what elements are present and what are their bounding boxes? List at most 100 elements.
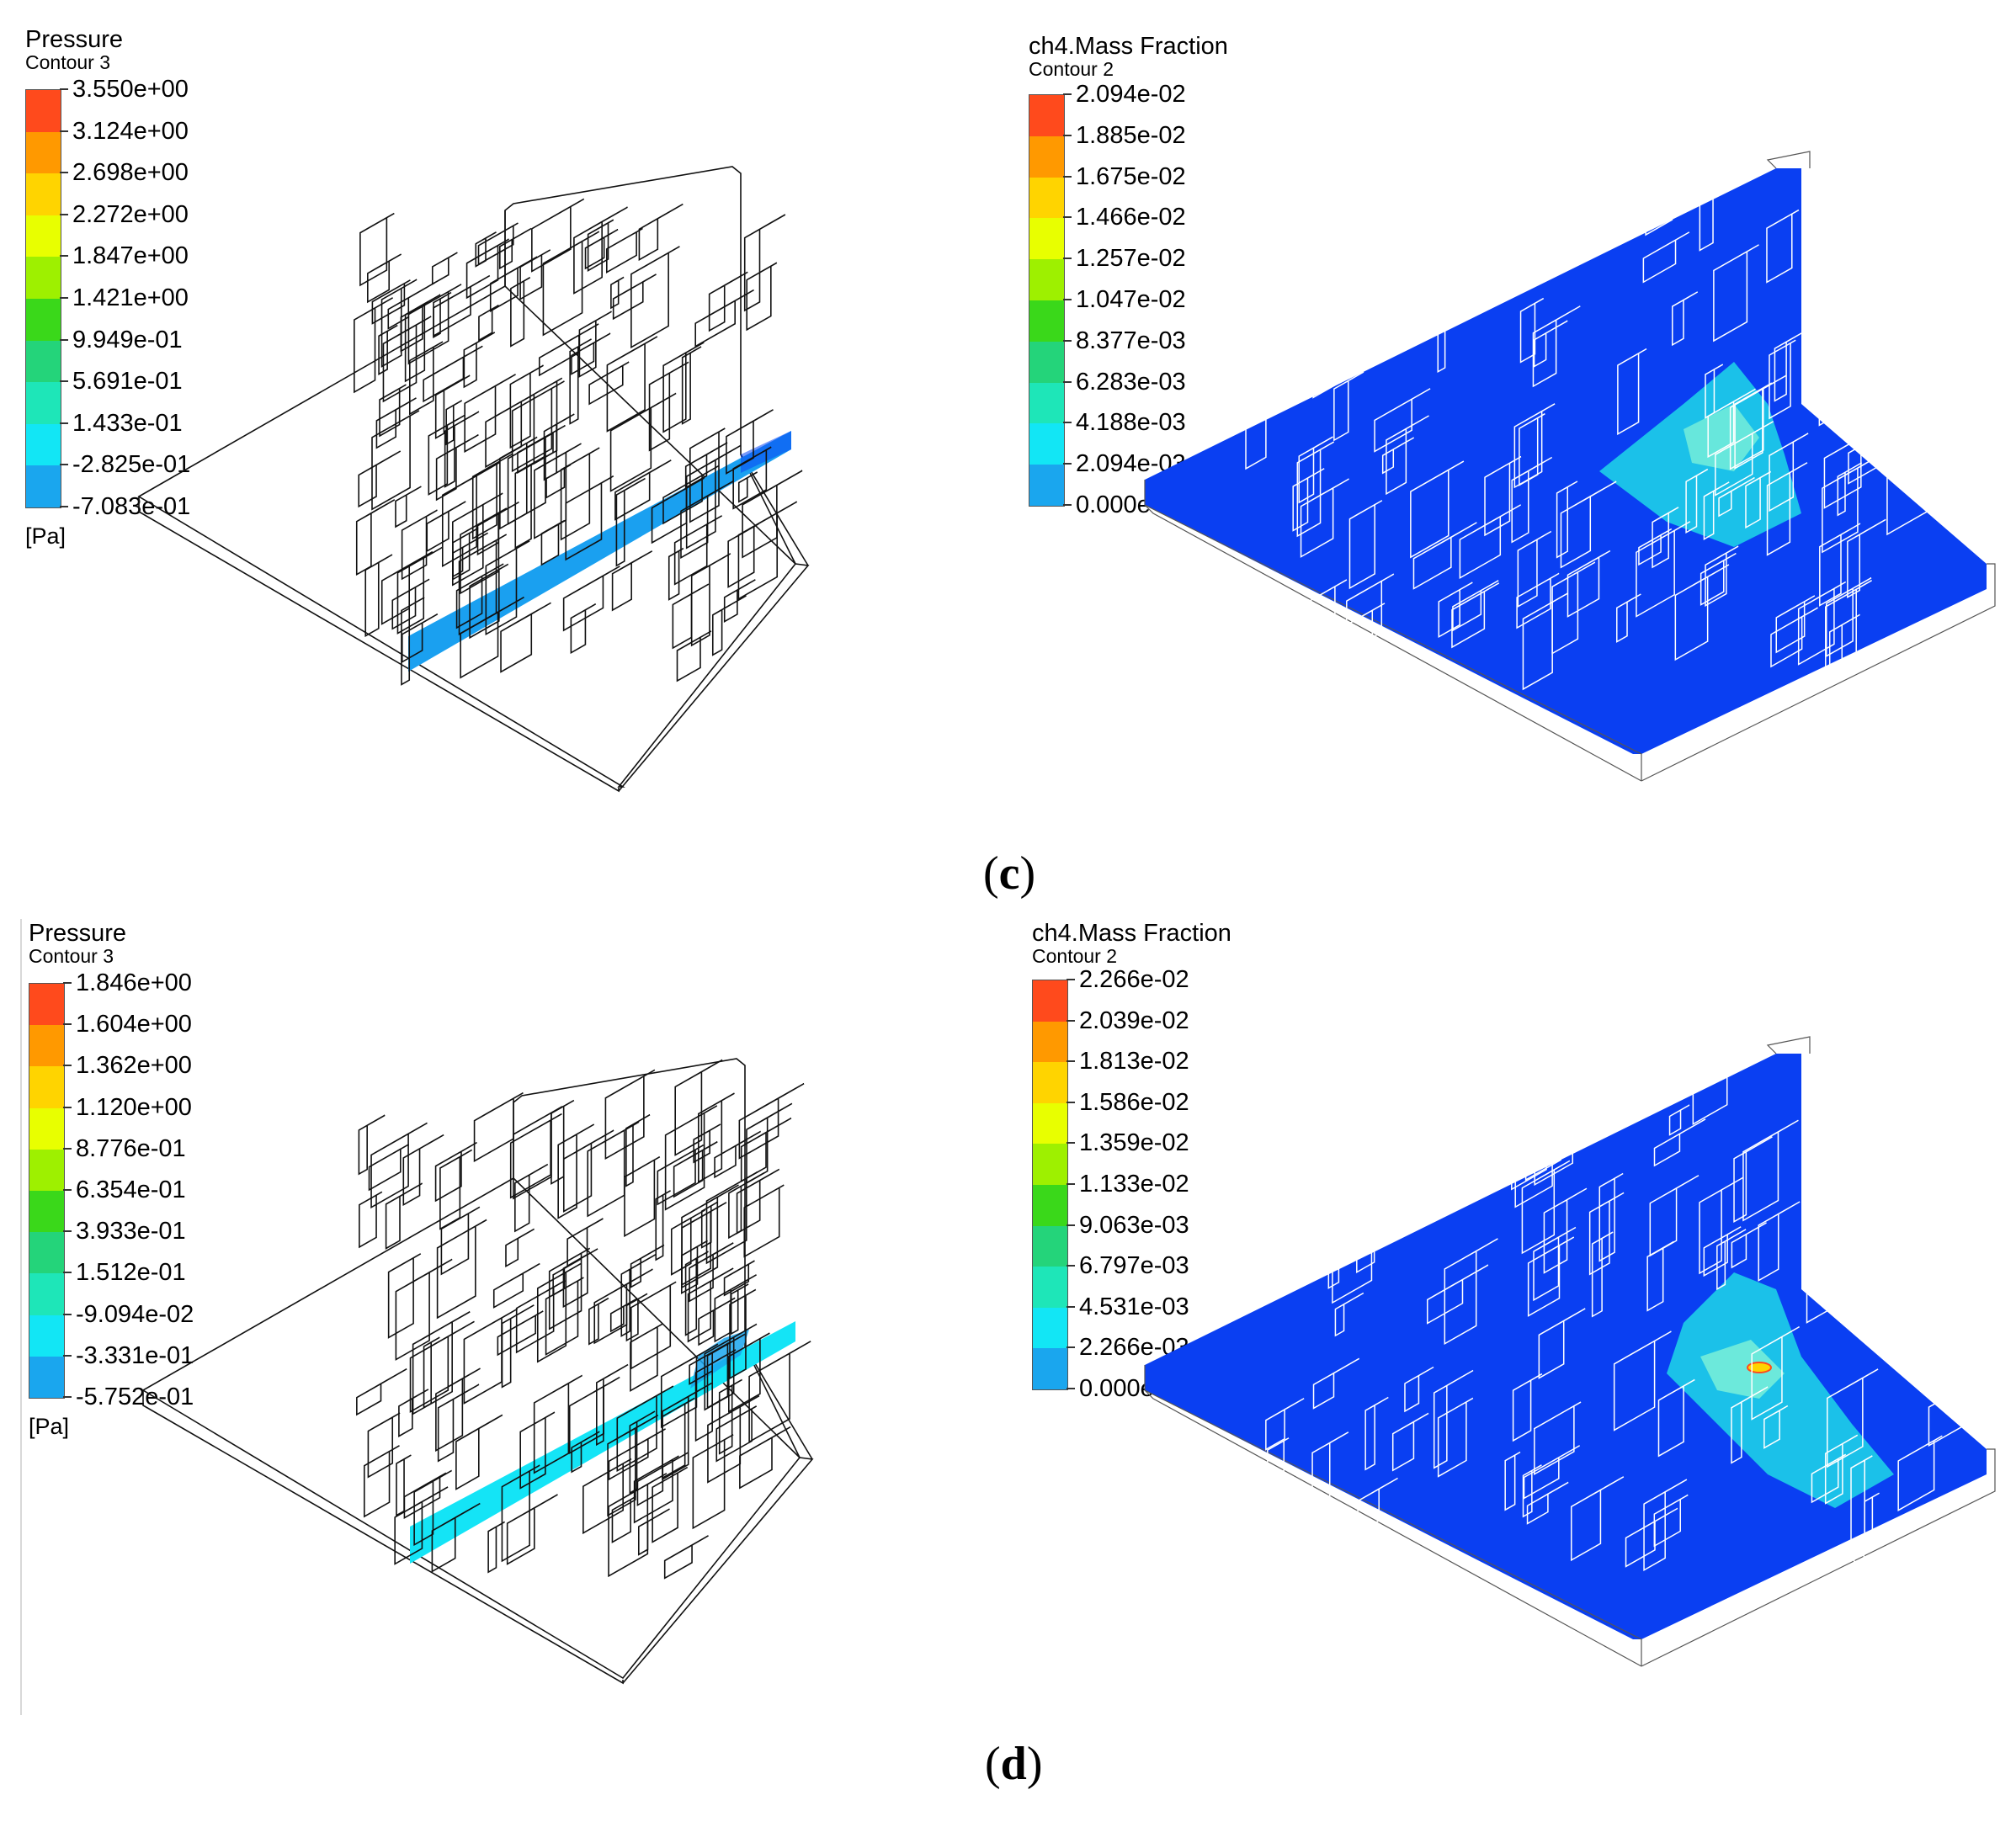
equipment-box [1333, 371, 1364, 442]
equipment-box [714, 1274, 758, 1343]
equipment-box [1822, 454, 1881, 554]
equipment-box [431, 1502, 481, 1573]
equipment-box [1534, 1075, 1594, 1187]
equipment-box [606, 336, 658, 433]
legend-level: 2.272e+00 [72, 200, 189, 228]
equipment-box [1312, 284, 1378, 399]
equipment-box [1853, 1531, 1869, 1574]
equipment-box [727, 523, 759, 588]
color-band [1033, 1267, 1067, 1309]
color-bar [25, 89, 61, 508]
equipment-box [588, 361, 630, 406]
legend-title: ch4.Mass Fraction [1029, 33, 1228, 60]
equipment-box [611, 1495, 636, 1543]
color-band [1033, 1062, 1067, 1104]
equipment-box [637, 1508, 670, 1556]
equipment-box [1718, 477, 1755, 518]
equipment-box [1731, 1386, 1769, 1464]
equipment-box [1268, 1214, 1319, 1293]
equipment-box [611, 550, 653, 612]
equipment-box [1519, 297, 1545, 364]
equipment-box [1912, 1067, 1938, 1113]
equipment-box [1412, 522, 1477, 590]
pressure-cut-plane [410, 1321, 795, 1564]
equipment-box [1530, 210, 1560, 246]
equipment-box [1364, 1396, 1389, 1471]
equipment-box [1692, 1032, 1752, 1126]
legend-level: 4.531e-03 [1079, 1293, 1189, 1320]
legend-tick [1063, 216, 1072, 219]
color-band [26, 257, 61, 300]
legend-level: 5.691e-01 [72, 368, 183, 396]
equipment-box [606, 227, 643, 274]
equipment-box [1451, 582, 1500, 649]
pressure-cut-plane [408, 431, 791, 672]
equipment-box [1823, 425, 1882, 509]
equipment-box [1758, 1201, 1801, 1282]
legend-level: 1.846e+00 [76, 969, 192, 996]
equipment-box [1897, 1435, 1943, 1511]
equipment-box [615, 477, 646, 567]
equipment-box [371, 279, 411, 325]
equipment-box [391, 578, 430, 630]
legend-tick [1063, 422, 1072, 424]
equipment-box [1526, 1481, 1569, 1525]
legend-level: 1.604e+00 [76, 1011, 192, 1038]
equipment-box [1652, 507, 1679, 569]
legend-level: 9.949e-01 [72, 326, 183, 353]
equipment-box [662, 1397, 695, 1479]
equipment-box [533, 377, 563, 465]
equipment-box [1470, 1131, 1492, 1182]
equipment-box [1774, 332, 1803, 402]
color-band [1029, 465, 1064, 507]
equipment-box [625, 1113, 651, 1187]
legend-level: 6.797e-03 [1079, 1252, 1189, 1280]
equipment-box [662, 342, 705, 433]
color-band [1033, 1348, 1067, 1390]
equipment-box [492, 1262, 540, 1309]
equipment-box [1908, 293, 1948, 364]
equipment-box [1825, 580, 1873, 674]
legend-tick [60, 338, 68, 341]
legend-level: 3.933e-01 [76, 1218, 186, 1245]
equipment-box [652, 1466, 689, 1543]
equipment-box [1334, 146, 1363, 230]
color-bar [1029, 94, 1065, 507]
color-band [26, 340, 61, 383]
equipment-box [473, 1091, 524, 1163]
equipment-box [359, 212, 395, 287]
equipment-box [509, 364, 544, 449]
ch4-plume-core [1684, 404, 1759, 471]
equipment-box [1401, 1039, 1434, 1108]
legend-tick [63, 1396, 72, 1398]
equipment-outlines [1245, 141, 1950, 691]
equipment-box [1305, 579, 1348, 651]
color-bar [1032, 980, 1068, 1390]
equipment-box [1348, 500, 1383, 590]
equipment-box [1705, 364, 1724, 419]
equipment-box [1534, 1401, 1582, 1476]
equipment-box [1882, 380, 1923, 435]
equipment-box [441, 461, 501, 568]
color-band [1033, 1021, 1067, 1063]
legend-tick [1063, 258, 1072, 260]
color-band [1029, 259, 1064, 301]
equipment-box [455, 1414, 503, 1490]
equipment-box [356, 1368, 407, 1416]
equipment-box [630, 1244, 665, 1288]
equipment-box [571, 1431, 600, 1474]
equipment-box [463, 1308, 519, 1405]
equipment-box [1616, 593, 1641, 643]
equipment-box [1703, 1226, 1742, 1277]
equipment-box [1521, 1160, 1571, 1255]
equipment-box [1346, 573, 1395, 654]
panel-label-d: (d) [985, 1738, 1043, 1790]
legend-tick [60, 506, 68, 507]
equipment-box [464, 374, 516, 454]
equipment-box [1452, 580, 1499, 632]
legend-units: [Pa] [25, 523, 66, 549]
equipment-box [1312, 1357, 1360, 1410]
equipment-box [1317, 1161, 1337, 1209]
legend-tick [1067, 1305, 1075, 1308]
equipment-box [1551, 561, 1596, 655]
